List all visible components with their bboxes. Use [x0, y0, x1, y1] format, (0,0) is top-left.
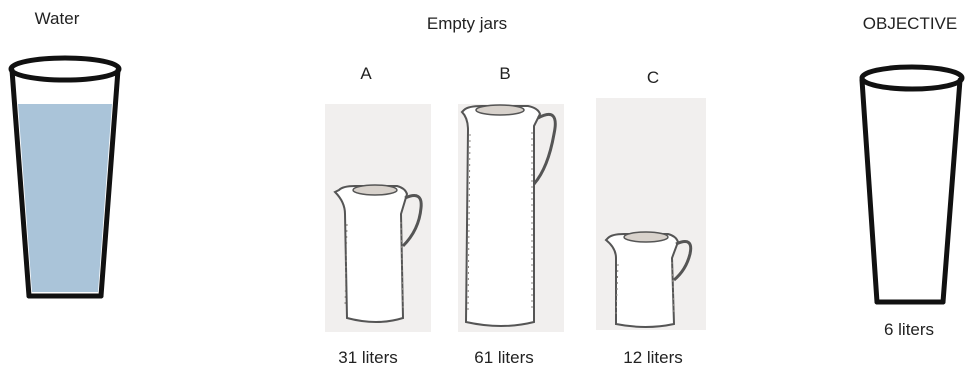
water-glass: [4, 52, 126, 302]
water-fill: [18, 104, 112, 292]
jar-c-pitcher-icon: [596, 98, 706, 330]
water-label: Water: [35, 9, 80, 29]
jars-header: Empty jars: [427, 14, 507, 34]
jar-c-panel: [596, 98, 706, 330]
jar-a-pitcher-icon: [325, 104, 431, 332]
jar-b-capacity: 61 liters: [474, 348, 534, 368]
objective-amount: 6 liters: [884, 320, 934, 340]
jar-a-capacity: 31 liters: [338, 348, 398, 368]
jar-b-panel: [458, 104, 564, 332]
jar-b-letter: B: [499, 64, 510, 84]
jar-a-letter: A: [360, 64, 371, 84]
jar-b-pitcher-icon: [458, 104, 564, 332]
objective-glass: [846, 58, 966, 308]
jar-c-capacity: 12 liters: [623, 348, 683, 368]
jar-c-letter: C: [647, 68, 659, 88]
objective-label: OBJECTIVE: [863, 14, 957, 34]
jar-a-panel: [325, 104, 431, 332]
